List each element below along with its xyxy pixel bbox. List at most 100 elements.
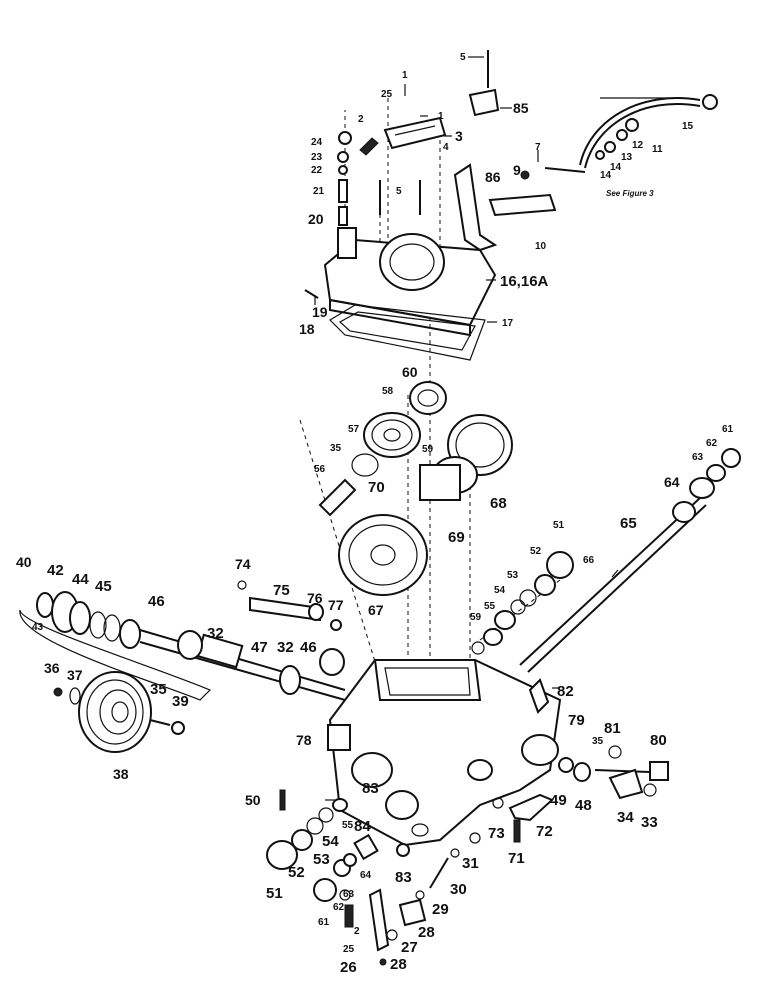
label-71: 71 <box>508 850 525 867</box>
label-7: 7 <box>535 142 541 153</box>
label-63a: 63 <box>692 452 704 463</box>
label-55a: 55 <box>484 601 496 612</box>
label-39: 39 <box>172 693 189 710</box>
label-38: 38 <box>113 766 129 782</box>
label-40: 40 <box>16 554 32 570</box>
label-53a: 53 <box>507 570 519 581</box>
label-84: 84 <box>354 818 371 835</box>
axle-65 <box>519 448 741 673</box>
label-10: 10 <box>535 241 547 252</box>
label-45: 45 <box>95 578 112 595</box>
label-31: 31 <box>462 855 479 872</box>
label-63b: 63 <box>343 889 355 900</box>
bottom-shift-parts <box>344 848 460 966</box>
label-43: 43 <box>32 622 44 633</box>
label-37: 37 <box>67 667 83 683</box>
right-bearings-upper <box>471 551 574 655</box>
label-75: 75 <box>273 582 290 599</box>
label-1a: 1 <box>402 70 408 81</box>
part-labels: 5 85 1 1 25 2 3 4 24 23 22 21 20 5 9 7 8… <box>16 52 734 976</box>
label-52b: 52 <box>288 864 305 881</box>
label-48: 48 <box>575 797 592 814</box>
label-65: 65 <box>620 515 637 532</box>
label-44: 44 <box>72 571 89 588</box>
label-85: 85 <box>513 100 529 116</box>
label-12: 12 <box>632 140 644 151</box>
label-69: 69 <box>448 529 465 546</box>
label-5a: 5 <box>460 52 466 63</box>
label-64a: 64 <box>664 474 680 490</box>
label-2a: 2 <box>358 114 364 125</box>
label-4: 4 <box>443 142 449 153</box>
label-35c: 35 <box>592 736 604 747</box>
label-55b: 55 <box>342 820 354 831</box>
label-11: 11 <box>652 144 663 155</box>
shift-plate <box>383 116 447 150</box>
label-83b: 83 <box>395 869 412 886</box>
pins-shift-rod <box>237 580 550 714</box>
label-33: 33 <box>641 814 658 831</box>
label-25b: 25 <box>343 944 355 955</box>
label-46a: 46 <box>148 593 165 610</box>
label-61b: 61 <box>318 917 330 928</box>
label-23: 23 <box>311 152 323 163</box>
label-18: 18 <box>299 321 315 337</box>
label-35b: 35 <box>150 681 167 698</box>
label-16: 16,16A <box>500 273 549 290</box>
label-70: 70 <box>368 479 385 496</box>
label-28a: 28 <box>418 924 435 941</box>
label-64b: 64 <box>360 870 372 881</box>
label-32a: 32 <box>207 625 224 642</box>
right-side-parts <box>469 745 669 844</box>
transmission-housing <box>327 659 562 847</box>
label-76: 76 <box>307 590 323 606</box>
shaft-56 <box>318 453 379 517</box>
label-32b: 32 <box>277 639 294 656</box>
label-57: 57 <box>348 424 360 435</box>
label-30: 30 <box>450 881 467 898</box>
label-19: 19 <box>312 304 328 320</box>
gear-58 <box>363 412 421 458</box>
label-53b: 53 <box>313 851 330 868</box>
top-small-parts <box>304 50 530 299</box>
label-21: 21 <box>313 186 325 197</box>
label-66: 66 <box>583 555 595 566</box>
label-59: 59 <box>422 444 434 455</box>
label-27: 27 <box>401 939 418 956</box>
label-15: 15 <box>682 121 694 132</box>
label-50: 50 <box>245 792 261 808</box>
label-73: 73 <box>488 825 505 842</box>
label-54a: 54 <box>494 585 506 596</box>
top-cover-assembly <box>323 227 497 337</box>
label-2b: 2 <box>354 926 360 937</box>
label-47: 47 <box>251 639 268 656</box>
label-62b: 62 <box>333 902 345 913</box>
label-1b: 1 <box>438 111 444 122</box>
shift-lever-bracket <box>453 88 557 252</box>
label-86: 86 <box>485 169 501 185</box>
pulley-38 <box>53 671 185 753</box>
label-14a: 14 <box>610 162 622 173</box>
label-46b: 46 <box>300 639 317 656</box>
label-13: 13 <box>621 152 633 163</box>
gear-67 <box>338 514 428 596</box>
differential-68 <box>419 414 513 501</box>
label-72: 72 <box>536 823 553 840</box>
label-34: 34 <box>617 809 634 826</box>
label-9: 9 <box>513 162 521 178</box>
label-78: 78 <box>296 732 312 748</box>
label-49: 49 <box>550 792 567 809</box>
label-51b: 51 <box>266 885 283 902</box>
label-83a: 83 <box>362 780 379 797</box>
label-61a: 61 <box>722 424 734 435</box>
label-29: 29 <box>432 901 449 918</box>
label-62a: 62 <box>706 438 718 449</box>
label-80: 80 <box>650 732 667 749</box>
label-25a: 25 <box>381 89 393 100</box>
label-68: 68 <box>490 495 507 512</box>
label-77: 77 <box>328 597 344 613</box>
left-shaft-assembly <box>139 596 346 701</box>
see-figure-note: See Figure 3 <box>606 189 654 198</box>
label-26: 26 <box>340 959 357 976</box>
